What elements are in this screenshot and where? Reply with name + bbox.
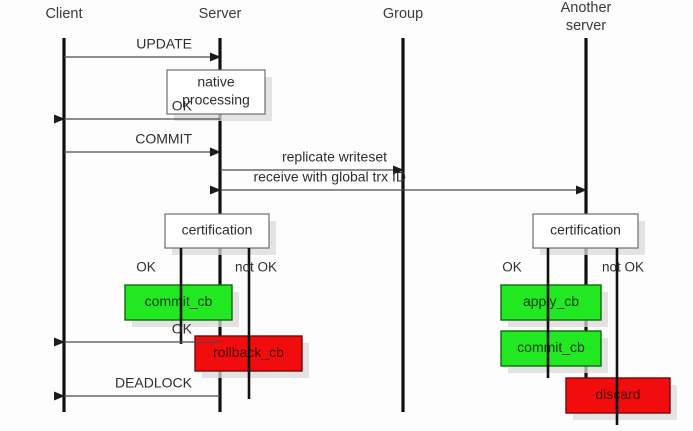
- message-label-update: UPDATE: [136, 36, 192, 52]
- box-another-apply-cb[interactable]: apply_cb: [500, 284, 608, 327]
- message-ok-1[interactable]: OK: [54, 98, 220, 124]
- box-server-commit-cb[interactable]: commit_cb: [124, 284, 239, 327]
- message-label-ok-2: OK: [172, 321, 193, 337]
- branch-labels-group: OK not OK OK not OK: [136, 260, 644, 275]
- box-label-another-apply-cb: apply_cb: [523, 293, 579, 309]
- branch-label-another-ok: OK: [502, 260, 522, 275]
- message-label-ok-1: OK: [172, 98, 193, 114]
- lifeline-label-another_server: server: [566, 18, 606, 34]
- messages-group: UPDATE OK COMMIT replicate writeset receive …: [54, 36, 587, 401]
- message-update[interactable]: UPDATE: [64, 36, 221, 62]
- lifeline-group[interactable]: Group: [383, 6, 423, 412]
- box-label-server-certification: certification: [182, 222, 253, 238]
- message-deadlock[interactable]: DEADLOCK: [54, 375, 220, 401]
- branch-lines-group: [179, 248, 619, 425]
- branch-label-server-not-ok: not OK: [235, 260, 277, 275]
- box-rect: [164, 213, 270, 249]
- message-replicate-writeset[interactable]: replicate writeset: [220, 149, 404, 175]
- message-commit[interactable]: COMMIT: [64, 131, 221, 157]
- branch-label-server-ok: OK: [136, 260, 156, 275]
- box-native-processing[interactable]: native processing: [166, 69, 272, 121]
- box-another-commit-cb[interactable]: commit_cb: [500, 330, 608, 373]
- box-rect: [500, 330, 602, 367]
- lifeline-label-another_server: Another: [561, 0, 612, 16]
- process-boxes-group: nativeprocessingcertificationcommit_cbro…: [124, 69, 677, 420]
- box-rect: [166, 69, 266, 115]
- lifeline-label-group: Group: [383, 6, 423, 22]
- lifeline-label-client: Client: [45, 6, 82, 22]
- message-label-receive-global-trx: receive with global trx ID: [253, 169, 406, 185]
- box-another-discard[interactable]: discard: [565, 377, 677, 420]
- message-ok-2[interactable]: OK: [54, 321, 220, 347]
- message-label-commit: COMMIT: [135, 131, 192, 147]
- box-rect: [500, 284, 602, 321]
- box-label-native-processing: native: [197, 74, 235, 90]
- message-receive-global-trx[interactable]: receive with global trx ID: [210, 169, 587, 195]
- lifeline-client[interactable]: Client: [45, 6, 83, 412]
- message-label-deadlock: DEADLOCK: [115, 375, 193, 391]
- box-label-another-commit-cb: commit_cb: [517, 339, 585, 355]
- lifeline-label-server: Server: [199, 6, 242, 22]
- message-label-replicate-writeset: replicate writeset: [282, 149, 387, 165]
- box-rect: [124, 284, 233, 321]
- box-label-server-commit-cb: commit_cb: [145, 293, 213, 309]
- box-rect: [532, 213, 639, 249]
- box-label-native-processing: processing: [182, 92, 250, 108]
- box-label-another-certification: certification: [550, 222, 621, 238]
- box-another-certification[interactable]: certification: [532, 213, 645, 255]
- box-server-certification[interactable]: certification: [164, 213, 276, 255]
- branch-label-another-not-ok: not OK: [602, 260, 644, 275]
